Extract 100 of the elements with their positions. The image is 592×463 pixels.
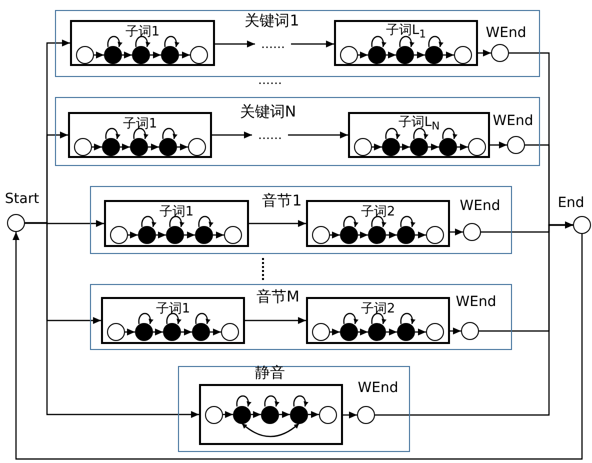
self-loop-arrow [135, 36, 150, 48]
state-circle [368, 46, 386, 64]
state-label: WEnd [358, 381, 398, 395]
group-frame [55, 97, 540, 166]
state-circle [340, 46, 358, 64]
group-frame [90, 186, 512, 254]
state-circle [205, 406, 223, 424]
subword-label: 子词2 [360, 206, 396, 218]
arrow [443, 52, 454, 58]
arrow [457, 144, 468, 150]
arrow [330, 328, 340, 336]
self-loop-arrow [198, 216, 214, 228]
arrow [212, 132, 252, 138]
arrow [415, 232, 426, 238]
state-circle [107, 323, 125, 341]
arrow [213, 232, 224, 238]
self-loop-arrow [413, 128, 428, 140]
arrow [92, 144, 102, 150]
ellipsis-text: …… [255, 36, 291, 52]
group-frame [90, 284, 512, 350]
self-loop-arrow [236, 396, 252, 407]
state-label: WEnd [486, 26, 526, 40]
state-circle [110, 226, 128, 244]
state-circle [163, 323, 181, 341]
arrow [386, 52, 396, 58]
arrow [450, 228, 463, 236]
subword-label: 子词1 [122, 118, 158, 130]
arrow [153, 328, 163, 336]
subword-label: 子词2 [360, 302, 396, 316]
subword-box [306, 200, 450, 247]
state-circle [130, 138, 148, 156]
state-circle [161, 46, 179, 64]
state-circle [468, 138, 486, 156]
arrow [179, 52, 190, 58]
subword-box [70, 20, 215, 66]
self-loop-arrow [264, 396, 280, 407]
self-loop-arrow [169, 216, 184, 228]
state-label: WEnd [456, 295, 496, 309]
state-circle [224, 226, 242, 244]
arrow [308, 411, 319, 418]
arrow [386, 232, 397, 238]
self-loop-arrow [138, 313, 154, 324]
group-frame [178, 366, 410, 452]
subword-label: 子词1 [125, 26, 160, 38]
state-circle [368, 323, 386, 341]
arrow [251, 411, 261, 418]
state-circle [312, 323, 330, 341]
state-circle [192, 323, 210, 341]
group-title: 音节M [256, 290, 300, 304]
state-circle [396, 46, 414, 64]
subword-box [101, 297, 245, 344]
state-circle [159, 138, 177, 156]
subword-box [68, 112, 212, 158]
arrow [122, 52, 132, 58]
subword-box [104, 200, 249, 247]
self-loop-arrow [400, 216, 416, 228]
state-circle [135, 323, 153, 341]
arrow [372, 144, 382, 150]
group-title: 静音 [255, 366, 285, 380]
group-frame [55, 10, 540, 77]
state-circle [340, 323, 358, 341]
state-circle [319, 406, 337, 424]
arrow [288, 132, 348, 138]
group-title: 音节1 [262, 194, 302, 208]
group-title: 关键词N [240, 104, 296, 120]
branch-arrow [25, 222, 199, 418]
state-circle [104, 46, 122, 64]
arrow [358, 52, 368, 58]
state-circle [290, 406, 308, 424]
state-circle [102, 138, 120, 156]
self-loop-arrow [371, 216, 386, 228]
subword-box [334, 20, 478, 66]
state-circle [382, 138, 400, 156]
arrow [150, 52, 161, 58]
self-loop-arrow [293, 396, 308, 407]
merge-arrow [375, 222, 573, 416]
state-circle [190, 46, 208, 64]
state-circle [76, 46, 94, 64]
arrow [223, 411, 233, 418]
arrow [490, 142, 507, 148]
state-circle [138, 226, 156, 244]
self-loop-arrow [399, 36, 414, 48]
arrow [184, 232, 195, 238]
self-loop-arrow [162, 128, 178, 140]
self-loop-arrow [133, 128, 148, 140]
arrow [148, 144, 159, 150]
arrow [343, 412, 357, 418]
state-label: WEnd [492, 114, 534, 128]
state-circle [368, 226, 386, 244]
self-loop-arrow [164, 36, 180, 48]
state-circle [397, 323, 415, 341]
arrow [450, 328, 461, 334]
arrow [181, 328, 192, 336]
arrow [128, 232, 138, 238]
skip-arrow [242, 423, 300, 438]
subword-label: 子词L$_{1}$ [386, 24, 426, 40]
arrow [215, 40, 255, 48]
self-loop-arrow [343, 313, 358, 324]
state-circle [439, 138, 457, 156]
self-loop-arrow [343, 216, 358, 228]
